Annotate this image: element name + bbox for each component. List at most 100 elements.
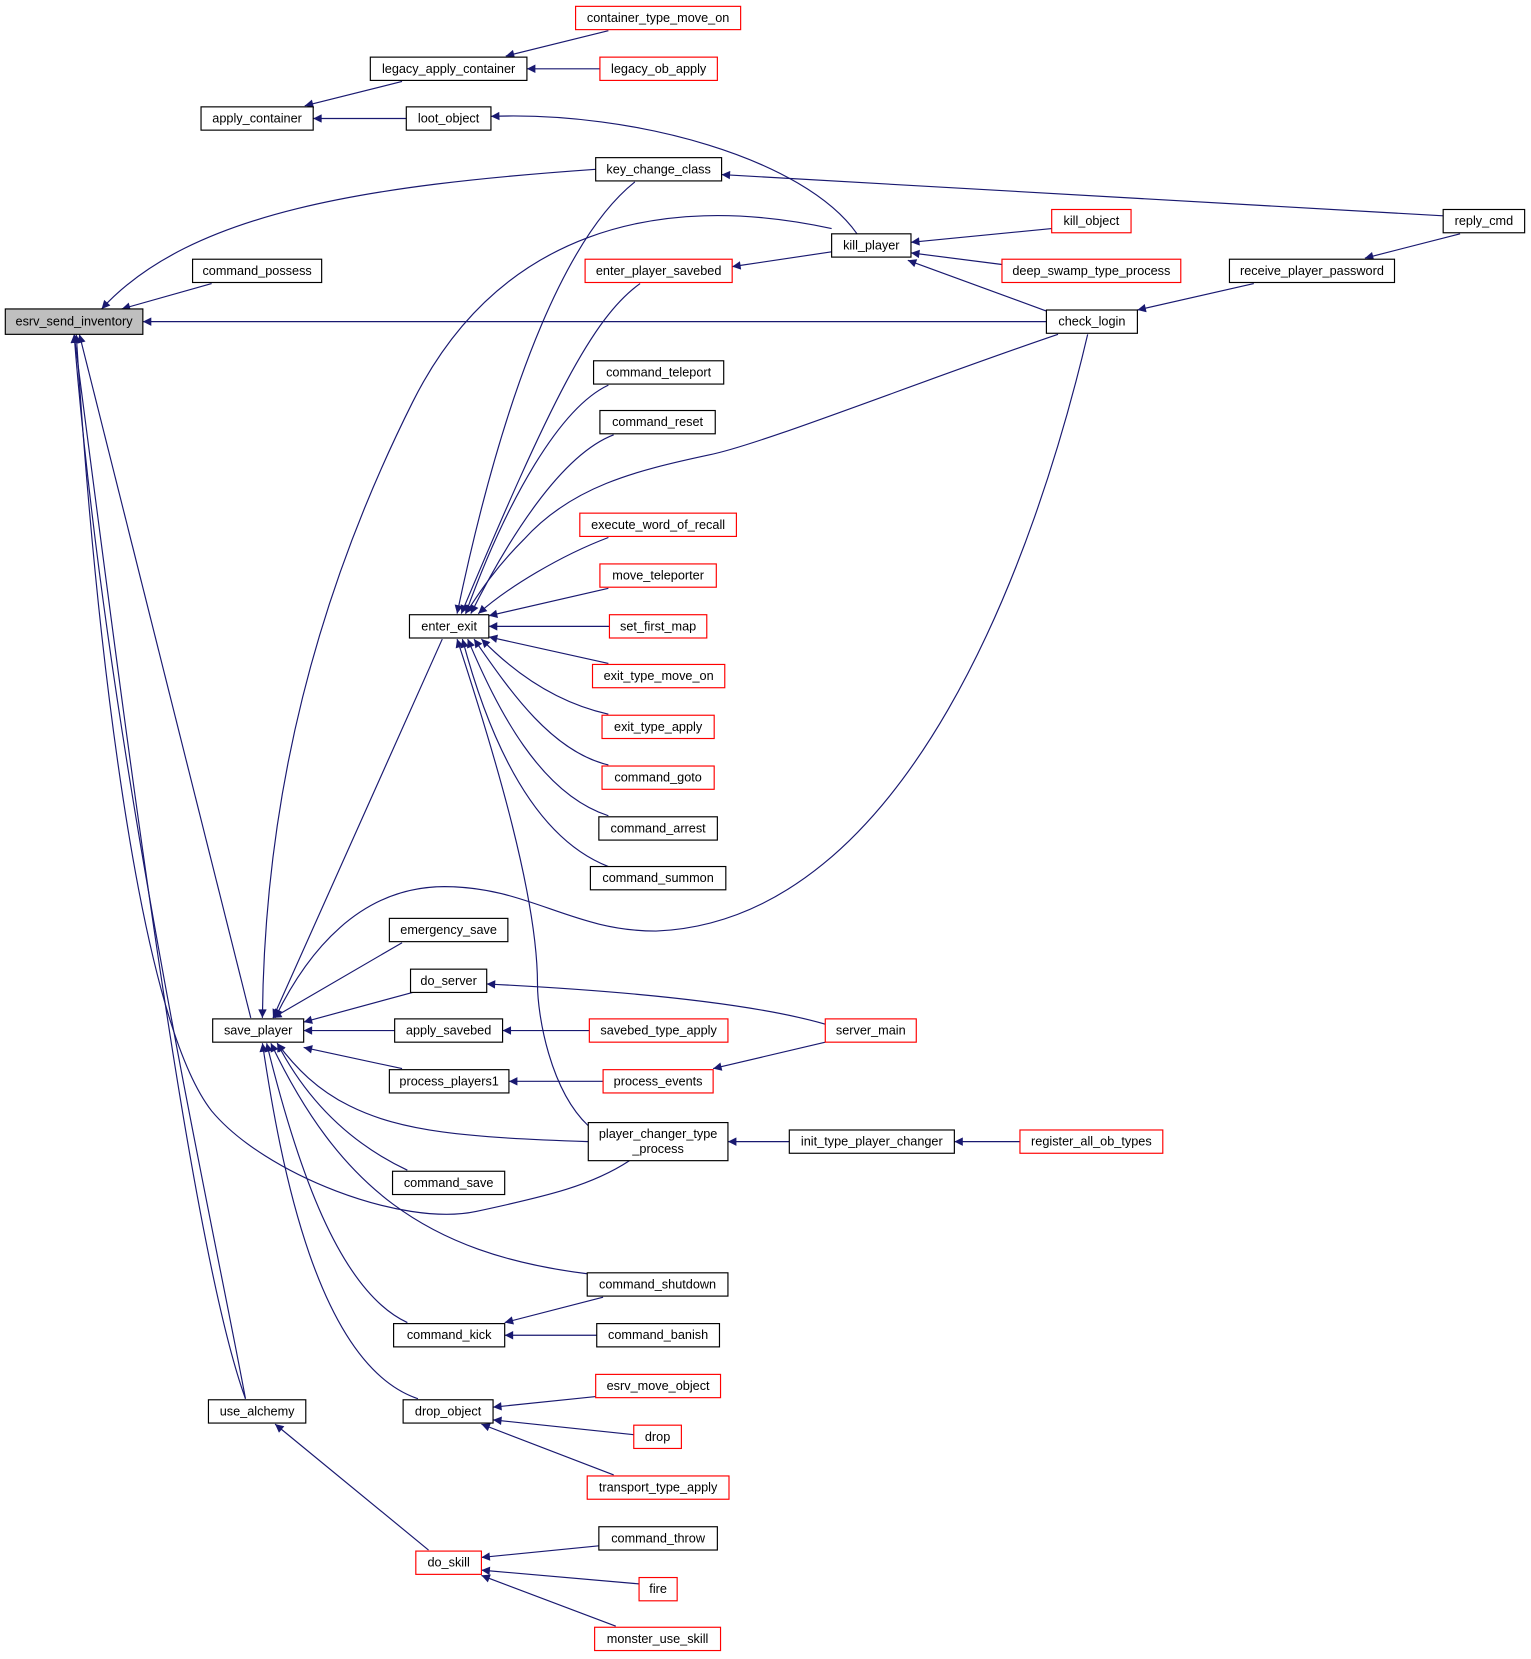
node-command-shutdown[interactable]: command_shutdown [586,1272,729,1297]
node-label: _process [631,1142,683,1156]
node-command-throw[interactable]: command_throw [598,1526,718,1551]
node-box [595,157,723,182]
node-apply-container[interactable]: apply_container [200,106,314,131]
edge-server_main-to-process_events [712,1041,826,1071]
node-process-players1[interactable]: process_players1 [388,1069,510,1094]
node-label: exit_type_apply [614,720,703,734]
node-command-arrest[interactable]: command_arrest [598,816,718,841]
node-label: command_reset [612,415,703,429]
node-box [191,258,323,284]
node-command-summon[interactable]: command_summon [589,865,727,891]
node-label: do_skill [427,1556,469,1570]
node-loot-object[interactable]: loot_object [405,106,492,131]
node-label: command_save [404,1176,494,1190]
node-box [391,1170,506,1196]
node-legacy-ob-apply[interactable]: legacy_ob_apply [599,56,718,81]
node-box [592,360,725,385]
node-enter-exit[interactable]: enter_exit [408,614,490,639]
node-register-all-ob-types[interactable]: register_all_ob_types [1019,1129,1164,1154]
node-command-possess[interactable]: command_possess [191,258,323,284]
node-label: init_type_player_changer [801,1135,944,1149]
node-exit-type-apply[interactable]: exit_type_apply [601,714,715,740]
node-esrv-move-object[interactable]: esrv_move_object [595,1373,722,1399]
node-kill-object[interactable]: kill_object [1051,208,1132,234]
node-monster-use-skill[interactable]: monster_use_skill [594,1626,722,1652]
node-label: enter_player_savebed [596,264,722,278]
node-legacy-apply-container[interactable]: legacy_apply_container [369,56,528,81]
node-use-alchemy[interactable]: use_alchemy [207,1399,307,1424]
node-box [588,1018,729,1043]
edge-do_server-to-save_player [303,991,413,1024]
node-label: check_login [1058,315,1125,329]
node-box [599,409,716,435]
node-label: loot_object [418,112,480,126]
node-command-reset[interactable]: command_reset [599,409,716,435]
node-label: drop_object [415,1404,482,1418]
node-transport-type-apply[interactable]: transport_type_apply [586,1475,730,1500]
node-label: exit_type_move_on [604,669,714,683]
node-apply-savebed[interactable]: apply_savebed [394,1018,504,1043]
node-key-change-class[interactable]: key_change_class [595,157,723,182]
node-kill-player[interactable]: kill_player [831,233,912,258]
node-command-banish[interactable]: command_banish [596,1323,721,1348]
node-box [831,233,912,258]
node-box [388,1069,510,1094]
node-save-player[interactable]: save_player [212,1018,305,1043]
node-do-server[interactable]: do_server [409,968,488,994]
edge-apply_container-to-esrv_send_inventory [70,334,247,1399]
node-box [408,614,490,639]
node-container-type-move-on[interactable]: container_type_move_on [575,5,742,31]
node-box [589,865,727,891]
edge-key_change_class-to-esrv_send_inventory [101,168,596,310]
node-label: legacy_apply_container [382,62,516,76]
node-do-skill[interactable]: do_skill [415,1550,482,1575]
node-server-main[interactable]: server_main [824,1018,917,1043]
edge-server_main-to-do_server [486,980,826,1025]
node-execute-word-of-recall[interactable]: execute_word_of_recall [579,512,737,538]
node-set-first-map[interactable]: set_first_map [608,614,708,639]
edge-monster_use_skill-to-do_skill [481,1574,616,1627]
node-emergency-save[interactable]: emergency_save [388,917,509,943]
node-box [601,765,715,790]
node-init-type-player-changer[interactable]: init_type_player_changer [788,1129,955,1154]
node-box [415,1550,482,1575]
node-fire[interactable]: fire [638,1576,678,1602]
node-drop-object[interactable]: drop_object [402,1399,494,1424]
node-command-kick[interactable]: command_kick [393,1323,506,1348]
edge-command_summon-to-enter_exit [460,638,609,868]
edge-drop_object-to-save_player [259,1043,419,1400]
node-box [602,1069,714,1094]
node-enter-player-savebed[interactable]: enter_player_savebed [584,258,733,284]
node-process-events[interactable]: process_events [602,1069,714,1094]
node-command-teleport[interactable]: command_teleport [592,360,725,385]
edge-check_login-to-enter_exit [465,333,1059,614]
node-label: command_teleport [606,365,712,379]
node-drop[interactable]: drop [633,1424,682,1450]
node-label: register_all_ob_types [1031,1135,1152,1149]
node-deep-swamp-type-process[interactable]: deep_swamp_type_process [1001,258,1182,284]
node-savebed-type-apply[interactable]: savebed_type_apply [588,1018,729,1043]
nodes-layer: esrv_send_inventory apply_containercomman… [4,5,1526,1652]
node-command-save[interactable]: command_save [391,1170,506,1196]
edge-use_alchemy-to-esrv_send_inventory [70,334,247,1399]
node-label: monster_use_skill [607,1632,709,1646]
node-label: legacy_ob_apply [611,62,707,76]
node-player-changer-type-process[interactable]: player_changer_type_process [587,1121,729,1162]
node-receive-player-password[interactable]: receive_player_password [1228,258,1396,284]
node-exit-type-move-on[interactable]: exit_type_move_on [591,663,726,689]
node-check-login[interactable]: check_login [1045,309,1138,334]
node-box [1051,208,1132,234]
node-box [212,1018,305,1043]
node-reply-cmd[interactable]: reply_cmd [1442,208,1526,234]
node-box [579,512,737,538]
edge-command_kick-to-save_player [264,1043,408,1324]
edge-process_players1-to-save_player [303,1045,403,1070]
node-box [1001,258,1182,284]
node-move-teleporter[interactable]: move_teleporter [599,563,717,588]
edge-kill_player-to-enter_player_savebed [732,251,832,270]
edge-check_login-to-kill_player [907,259,1047,312]
edge-fire-to-do_skill [481,1566,640,1585]
node-esrv-send-inventory[interactable]: esrv_send_inventory [4,308,144,335]
node-command-goto[interactable]: command_goto [601,765,715,790]
node-box [4,308,144,335]
